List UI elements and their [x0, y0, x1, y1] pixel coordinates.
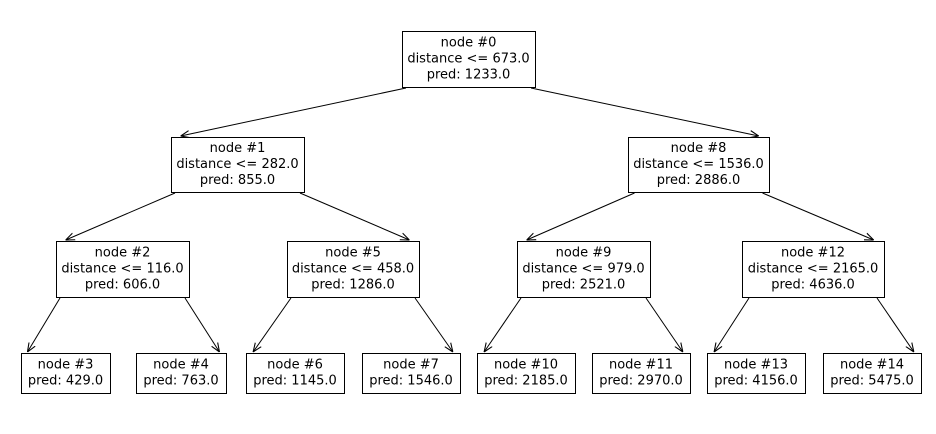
- node-title: node #6: [267, 358, 323, 373]
- node-title: node #10: [494, 358, 558, 373]
- node-title: node #2: [95, 246, 151, 261]
- node-title: node #1: [210, 141, 266, 156]
- node-title: node #0: [441, 36, 497, 51]
- node-box: [517, 241, 651, 298]
- node-title: node #9: [556, 246, 612, 261]
- node-split-rule: distance <= 979.0: [522, 262, 644, 277]
- node-title: node #8: [671, 141, 727, 156]
- node-prediction: pred: 1286.0: [311, 278, 395, 293]
- node-box: [707, 353, 806, 394]
- node-prediction: pred: 763.0: [143, 374, 218, 389]
- node-split-rule: distance <= 1536.0: [633, 157, 764, 172]
- node-prediction: pred: 2886.0: [657, 173, 741, 188]
- node-box: [742, 241, 885, 298]
- node-title: node #4: [153, 358, 209, 373]
- node-prediction: pred: 2970.0: [599, 374, 683, 389]
- node-prediction: pred: 4636.0: [771, 278, 855, 293]
- edge-8-to-9: [527, 192, 635, 240]
- edge-0-to-1: [181, 87, 407, 136]
- edge-9-to-10: [484, 297, 522, 352]
- edge-2-to-3: [27, 297, 61, 352]
- node-prediction: pred: 1233.0: [427, 68, 511, 83]
- node-split-rule: distance <= 2165.0: [748, 262, 879, 277]
- node-title: node #14: [840, 358, 904, 373]
- edge-2-to-4: [184, 297, 219, 352]
- node-prediction: pred: 1546.0: [369, 374, 453, 389]
- node-title: node #11: [609, 358, 673, 373]
- node-box: [56, 241, 190, 298]
- node-title: node #3: [38, 358, 94, 373]
- edge-12-to-13: [714, 297, 750, 352]
- edge-9-to-11: [645, 297, 683, 352]
- edge-1-to-5: [299, 192, 409, 240]
- node-box: [21, 353, 111, 394]
- node-box: [171, 137, 305, 193]
- node-prediction: pred: 855.0: [200, 173, 275, 188]
- node-prediction: pred: 2185.0: [484, 374, 568, 389]
- node-split-rule: distance <= 673.0: [407, 52, 529, 67]
- node-box: [362, 353, 461, 394]
- node-box: [287, 241, 420, 298]
- edge-8-to-12: [762, 192, 874, 240]
- node-box: [477, 353, 576, 394]
- node-prediction: pred: 5475.0: [830, 374, 914, 389]
- edge-1-to-2: [66, 192, 176, 240]
- node-box: [136, 353, 227, 394]
- node-title: node #7: [383, 358, 439, 373]
- node-box: [823, 353, 922, 394]
- node-box: [246, 353, 345, 394]
- node-split-rule: distance <= 458.0: [292, 262, 414, 277]
- node-prediction: pred: 4156.0: [714, 374, 798, 389]
- node-title: node #5: [325, 246, 381, 261]
- node-split-rule: distance <= 282.0: [176, 157, 298, 172]
- node-box: [628, 137, 770, 193]
- node-box: [592, 353, 691, 394]
- node-prediction: pred: 1145.0: [253, 374, 337, 389]
- edge-5-to-7: [414, 297, 453, 352]
- node-prediction: pred: 429.0: [28, 374, 103, 389]
- node-prediction: pred: 2521.0: [542, 278, 626, 293]
- node-title: node #12: [781, 246, 845, 261]
- node-title: node #13: [724, 358, 788, 373]
- edge-12-to-14: [876, 297, 914, 352]
- node-prediction: pred: 606.0: [85, 278, 160, 293]
- edge-0-to-8: [530, 87, 759, 136]
- tree-edges: [27, 87, 914, 352]
- node-box: [402, 31, 536, 88]
- edge-5-to-6: [253, 297, 292, 352]
- node-split-rule: distance <= 116.0: [61, 262, 183, 277]
